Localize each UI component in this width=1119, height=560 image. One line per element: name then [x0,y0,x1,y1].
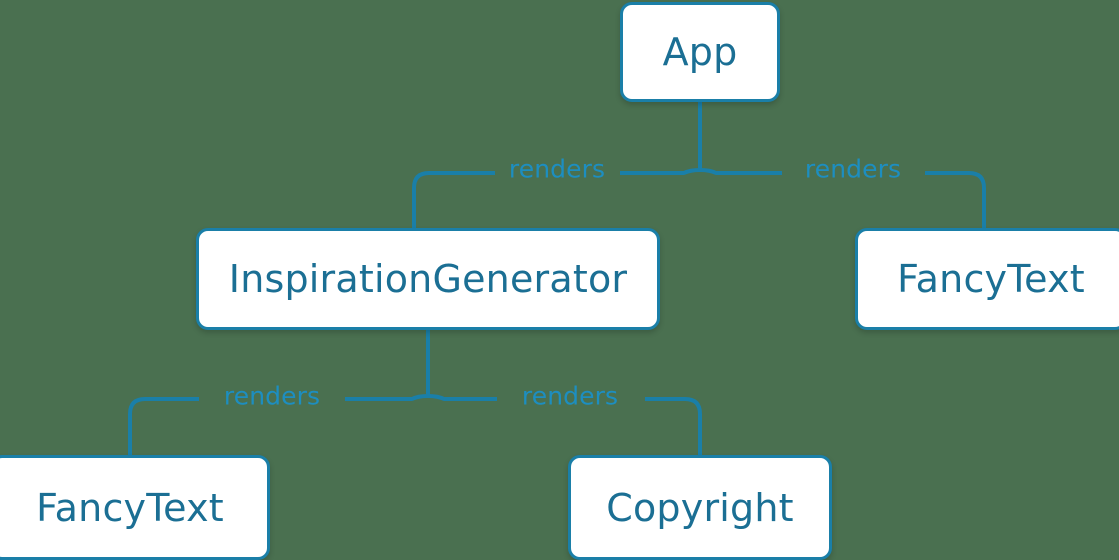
edge-app-to-fancytext-right-outer-seg [925,171,986,228]
node-fancytext-right[interactable]: FancyText [855,228,1119,330]
node-fancytext-bottom-label: FancyText [36,485,224,530]
node-fancytext-bottom[interactable]: FancyText [0,455,270,560]
edge-ig-to-fancytext-bottom-inner-seg [345,394,429,401]
edge-app-to-fancytext-right-inner-seg [699,168,782,175]
node-copyright-label: Copyright [606,485,794,530]
node-fancytext-right-label: FancyText [897,257,1085,301]
edge-ig-to-copyright-outer-seg [645,397,702,455]
edge-label-app-to-fancytext-right: renders [804,154,902,184]
node-app[interactable]: App [620,2,780,102]
edge-app-to-inspirationgenerator-left-seg [412,171,495,228]
node-copyright[interactable]: Copyright [568,455,832,560]
edge-ig-to-fancytext-bottom-outer-seg [128,397,199,455]
edge-label-app-to-inspirationgenerator: renders [508,154,606,184]
edge-label-ig-to-copyright: renders [521,381,619,411]
edge-ig-to-copyright-inner-seg [427,394,497,401]
node-inspiration-generator[interactable]: InspirationGenerator [196,228,660,330]
node-app-label: App [662,30,738,74]
edge-label-ig-to-fancytext-bottom: renders [223,381,321,411]
node-inspiration-generator-label: InspirationGenerator [228,257,628,301]
edge-app-to-inspirationgenerator-right-seg [620,168,701,175]
